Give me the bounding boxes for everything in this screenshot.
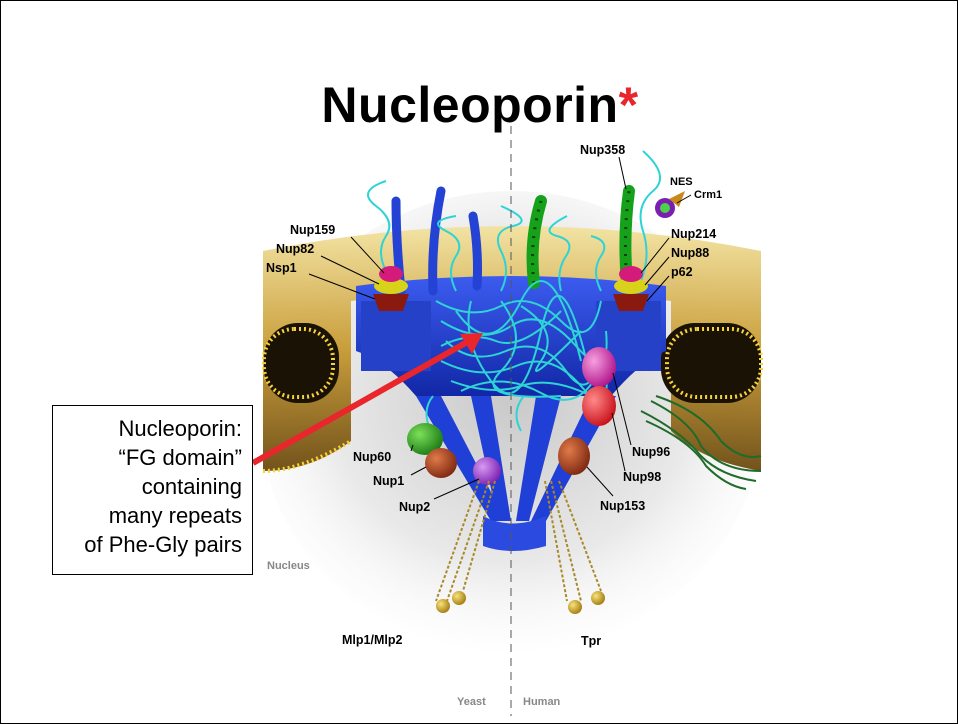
tpr-bead <box>591 591 605 605</box>
label-nup82: Nup82 <box>276 242 314 256</box>
mlp-bead <box>436 599 450 613</box>
callout-line: of Phe-Gly pairs <box>53 530 242 559</box>
crm1-nes-complex <box>655 191 685 218</box>
label-nup2: Nup2 <box>399 500 430 514</box>
label-nup358: Nup358 <box>580 143 625 157</box>
label-yeast: Yeast <box>457 696 486 708</box>
label-nup98: Nup98 <box>623 470 661 484</box>
mlp-bead <box>452 591 466 605</box>
label-nup60: Nup60 <box>353 450 391 464</box>
callout-line: Nucleoporin: <box>53 414 242 443</box>
nup153-blob <box>558 437 590 475</box>
label-nup159: Nup159 <box>290 223 335 237</box>
fg-domain-callout: Nucleoporin: “FG domain” containing many… <box>52 405 253 575</box>
nup1-blob <box>425 448 457 478</box>
label-nup88: Nup88 <box>671 246 709 260</box>
callout-line: “FG domain” <box>53 443 242 472</box>
label-p62: p62 <box>671 265 693 279</box>
nup96-blob <box>582 347 616 387</box>
label-nup153: Nup153 <box>600 499 645 513</box>
nup2-blob <box>473 457 501 485</box>
label-nup96: Nup96 <box>632 445 670 459</box>
label-nsp1: Nsp1 <box>266 261 297 275</box>
tpr-bead <box>568 600 582 614</box>
label-tpr: Tpr <box>581 634 601 648</box>
label-nucleus: Nucleus <box>267 560 310 572</box>
label-mlp1-mlp2: Mlp1/Mlp2 <box>342 633 402 647</box>
label-nes: NES <box>670 176 693 188</box>
nup98-blob <box>582 386 616 426</box>
label-crm1: Crm1 <box>694 189 722 201</box>
callout-line: many repeats <box>53 501 242 530</box>
label-human: Human <box>523 696 561 708</box>
label-nup1: Nup1 <box>373 474 404 488</box>
label-nup214: Nup214 <box>671 227 716 241</box>
callout-line: containing <box>53 472 242 501</box>
